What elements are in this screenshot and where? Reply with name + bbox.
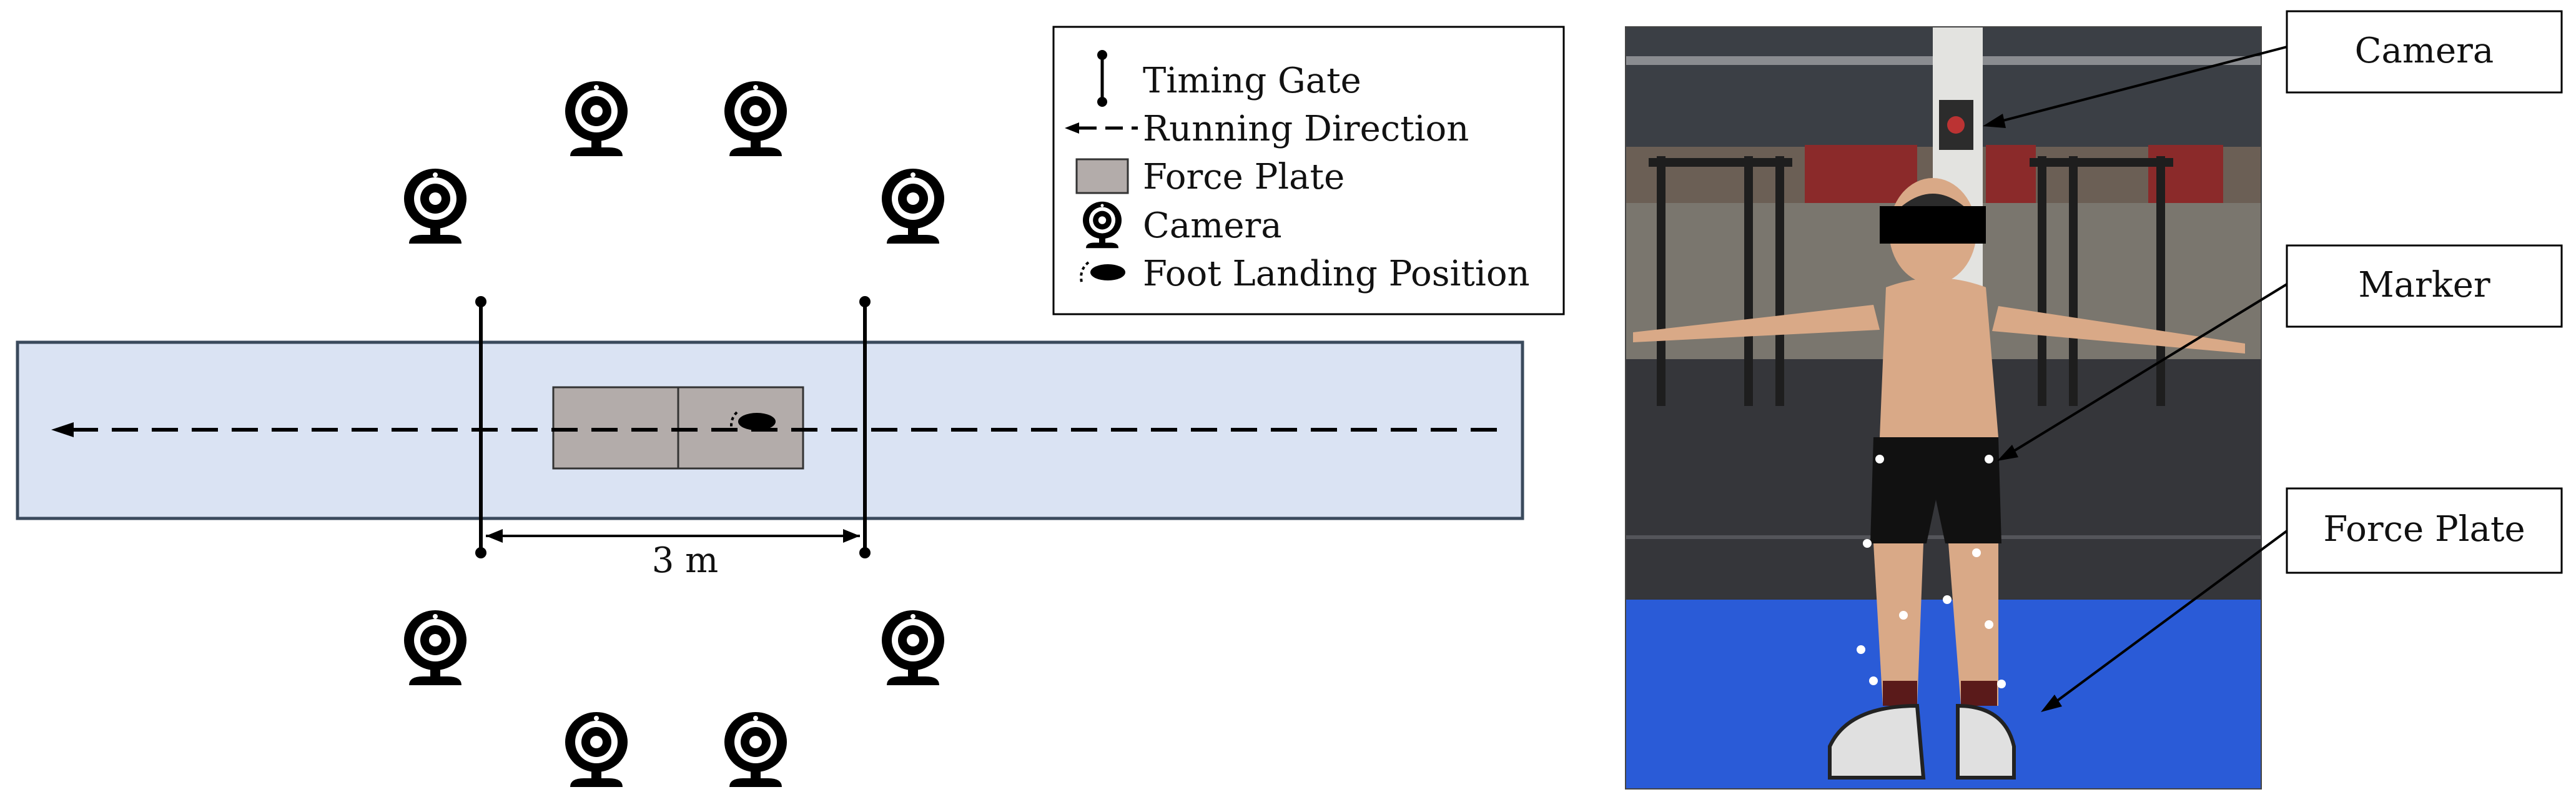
running-direction-icon (1065, 122, 1138, 134)
callout-camera: Camera (1983, 10, 2563, 128)
callout-label-camera: Camera (2355, 31, 2494, 71)
photo-subject (1633, 178, 2245, 780)
photo-face-mask (1880, 206, 1986, 244)
timing-gate-icon (1097, 50, 1107, 107)
setup-diagram: 3 m Timing Gate Running Direction Force … (16, 26, 1565, 787)
legend: Timing Gate Running Direction Force Plat… (1052, 26, 1565, 315)
legend-label-camera: Camera (1143, 205, 1282, 246)
callouts: Camera Marker Force Plate (1983, 10, 2563, 712)
callout-marker: Marker (1997, 244, 2563, 461)
legend-label-timing-gate: Timing Gate (1143, 61, 1361, 101)
camera-icon (404, 169, 466, 244)
lab-photo (1626, 27, 2261, 789)
camera-icon (882, 610, 944, 685)
camera-icon (404, 610, 466, 685)
callout-force-plate: Force Plate (2041, 487, 2563, 712)
foot-landing-icon (730, 411, 776, 432)
foot-landing-icon (1080, 261, 1125, 283)
distance-label: 3 m (652, 540, 719, 581)
camera-icon (565, 81, 628, 156)
timing-gate-right (859, 296, 871, 558)
legend-label-foot-landing: Foot Landing Position (1143, 254, 1530, 294)
callout-label-marker: Marker (2358, 265, 2490, 305)
legend-label-running-direction: Running Direction (1143, 109, 1469, 149)
camera-icon (724, 712, 787, 787)
camera-icon (724, 81, 787, 156)
camera-icon (565, 712, 628, 787)
callout-label-force-plate: Force Plate (2323, 509, 2525, 550)
running-direction-arrowhead (51, 422, 74, 437)
force-plate (552, 386, 804, 470)
force-plate-icon (1075, 158, 1129, 194)
timing-gate-left (475, 296, 486, 558)
legend-label-force-plate: Force Plate (1143, 157, 1345, 197)
camera-icon (882, 169, 944, 244)
photo-mat (1626, 600, 2261, 789)
distance-dimension: 3 m (486, 529, 860, 581)
